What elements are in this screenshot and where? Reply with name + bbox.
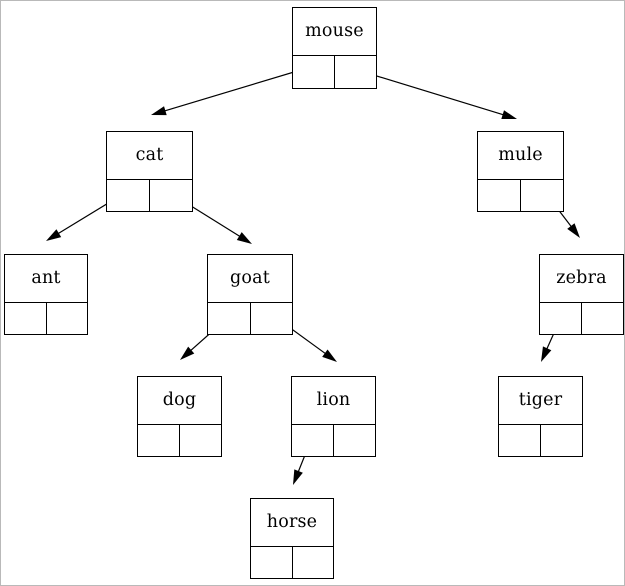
tree-node-ant[interactable]: ant — [4, 254, 88, 335]
tree-node-label: goat — [229, 267, 270, 288]
tree-node-label: zebra — [556, 267, 607, 288]
left-pointer-cell-lion[interactable] — [292, 425, 334, 456]
tree-node-pointer-row — [540, 302, 623, 334]
right-pointer-cell-horse[interactable] — [293, 547, 334, 578]
right-pointer-cell-goat[interactable] — [251, 303, 293, 334]
right-pointer-cell-lion[interactable] — [334, 425, 375, 456]
edge-arrowhead-icon — [180, 346, 195, 360]
right-pointer-cell-cat[interactable] — [150, 180, 192, 211]
tree-edge-mouse-to-cat — [151, 65, 315, 116]
edge-arrowhead-icon — [293, 469, 303, 485]
edge-arrowhead-icon — [151, 106, 167, 116]
right-pointer-cell-dog[interactable] — [180, 425, 221, 456]
tree-node-pointer-row — [5, 302, 87, 334]
edge-arrowhead-icon — [501, 110, 517, 119]
edge-arrowhead-icon — [322, 349, 337, 362]
right-pointer-cell-zebra[interactable] — [582, 303, 623, 334]
tree-node-pointer-row — [107, 179, 192, 211]
left-pointer-cell-horse[interactable] — [251, 547, 293, 578]
tree-node-mouse[interactable]: mouse — [292, 7, 377, 89]
left-pointer-cell-dog[interactable] — [138, 425, 180, 456]
tree-node-label: lion — [316, 389, 351, 410]
edge-arrowhead-icon — [236, 232, 252, 244]
tree-node-cat[interactable]: cat — [106, 131, 193, 212]
tree-node-tiger[interactable]: tiger — [498, 376, 583, 457]
tree-node-zebra[interactable]: zebra — [539, 254, 624, 335]
tree-node-horse[interactable]: horse — [250, 498, 334, 579]
tree-node-label: mouse — [305, 20, 364, 41]
left-pointer-cell-goat[interactable] — [208, 303, 251, 334]
tree-node-mule[interactable]: mule — [477, 131, 564, 212]
left-pointer-cell-cat[interactable] — [107, 180, 150, 211]
tree-node-pointer-row — [292, 424, 375, 456]
tree-edge-mouse-to-mule — [353, 68, 517, 119]
right-pointer-cell-tiger[interactable] — [541, 425, 582, 456]
tree-node-label: horse — [266, 511, 318, 532]
tree-node-pointer-row — [251, 546, 333, 578]
left-pointer-cell-ant[interactable] — [5, 303, 47, 334]
left-pointer-cell-mouse[interactable] — [293, 56, 335, 88]
tree-node-label: tiger — [518, 389, 563, 410]
left-pointer-cell-tiger[interactable] — [499, 425, 541, 456]
edge-arrowhead-icon — [46, 229, 62, 241]
tree-node-label: cat — [135, 144, 164, 165]
tree-node-pointer-row — [293, 55, 376, 88]
edge-arrowhead-icon — [567, 223, 580, 238]
tree-node-label: mule — [498, 144, 543, 165]
left-pointer-cell-mule[interactable] — [478, 180, 521, 211]
tree-node-dog[interactable]: dog — [137, 376, 222, 457]
right-pointer-cell-ant[interactable] — [47, 303, 88, 334]
tree-node-lion[interactable]: lion — [291, 376, 376, 457]
tree-node-goat[interactable]: goat — [207, 254, 293, 335]
right-pointer-cell-mouse[interactable] — [335, 56, 376, 88]
tree-node-pointer-row — [138, 424, 221, 456]
left-pointer-cell-zebra[interactable] — [540, 303, 582, 334]
tree-node-label: dog — [162, 389, 197, 410]
tree-node-pointer-row — [499, 424, 582, 456]
tree-node-pointer-row — [208, 302, 292, 334]
tree-node-pointer-row — [478, 179, 563, 211]
right-pointer-cell-mule[interactable] — [521, 180, 563, 211]
tree-node-label: ant — [31, 267, 61, 288]
edge-arrowhead-icon — [541, 346, 552, 362]
